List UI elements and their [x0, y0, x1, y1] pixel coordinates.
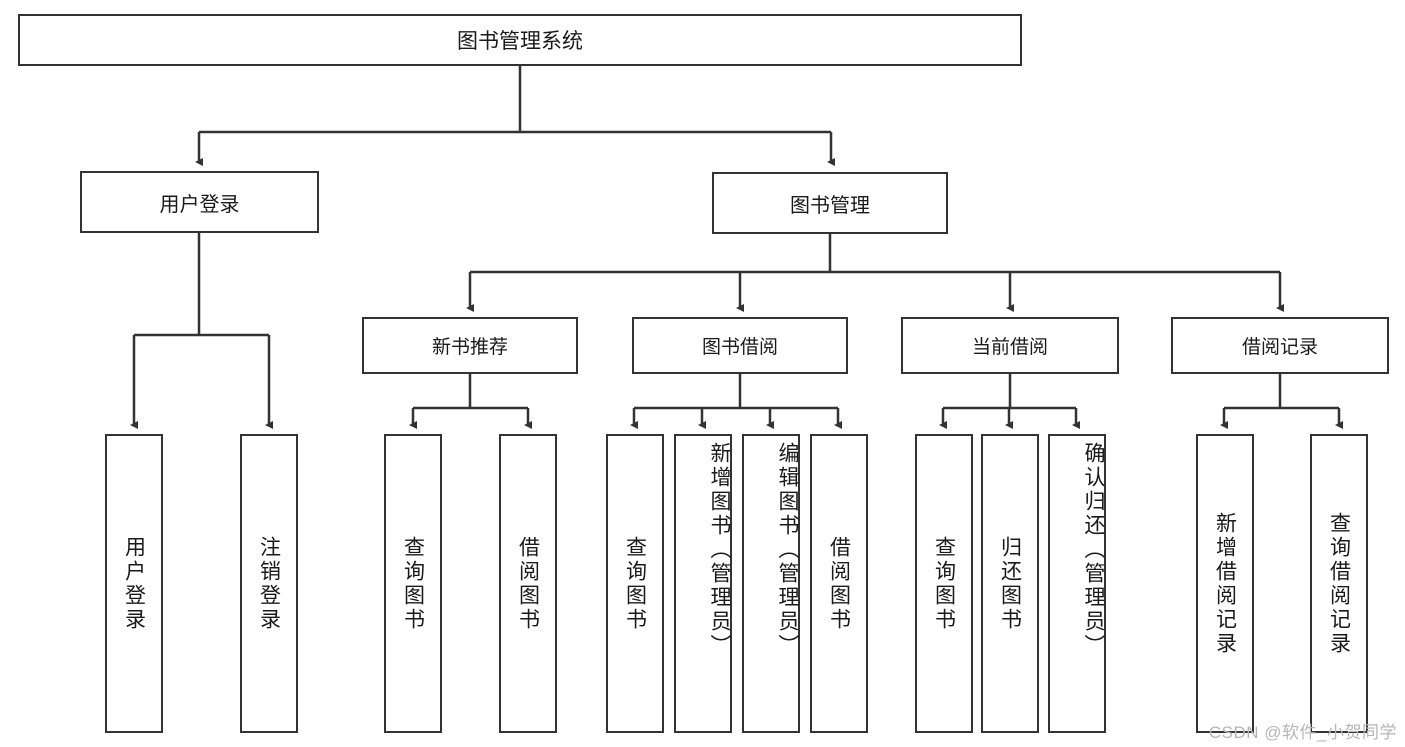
leaf-borrow-edit-book[interactable]: 编辑图书（管理员） — [742, 434, 800, 733]
leaf-user-login-logout-label: 注销登录 — [257, 535, 281, 632]
node-new-book-recommend[interactable]: 新书推荐 — [362, 317, 578, 374]
leaf-current-return-book-label: 归还图书 — [998, 535, 1022, 632]
node-user-login[interactable]: 用户登录 — [80, 171, 319, 233]
leaf-borrow-add-book[interactable]: 新增图书（管理员） — [674, 434, 732, 733]
leaf-new-book-query-book-label: 查询图书 — [401, 535, 425, 632]
node-borrow-record-label: 借阅记录 — [1241, 337, 1318, 358]
node-new-book-recommend-label: 新书推荐 — [431, 337, 508, 358]
leaf-user-login-logout[interactable]: 注销登录 — [240, 434, 298, 733]
node-book-borrow-label: 图书借阅 — [701, 337, 778, 358]
leaf-record-query-record[interactable]: 查询借阅记录 — [1310, 434, 1368, 733]
leaf-current-confirm-return[interactable]: 确认归还（管理员） — [1048, 434, 1106, 733]
node-book-borrow[interactable]: 图书借阅 — [632, 317, 848, 374]
leaf-current-return-book[interactable]: 归还图书 — [981, 434, 1039, 733]
node-book-management[interactable]: 图书管理 — [712, 172, 948, 234]
leaf-new-book-borrow-book[interactable]: 借阅图书 — [499, 434, 557, 733]
leaf-borrow-query-book-label: 查询图书 — [623, 535, 647, 632]
node-borrow-record[interactable]: 借阅记录 — [1171, 317, 1389, 374]
leaf-borrow-borrow-book-label: 借阅图书 — [827, 535, 851, 632]
node-book-management-label: 图书管理 — [790, 194, 870, 217]
leaf-record-query-record-label: 查询借阅记录 — [1327, 511, 1351, 656]
leaf-current-query-book-label: 查询图书 — [932, 535, 956, 632]
leaf-user-login-login-label: 用户登录 — [122, 535, 146, 632]
leaf-borrow-add-book-label: 新增图书（管理员） — [708, 442, 731, 658]
leaf-borrow-borrow-book[interactable]: 借阅图书 — [810, 434, 868, 733]
node-current-borrow-label: 当前借阅 — [971, 337, 1048, 358]
node-root[interactable]: 图书管理系统 — [18, 14, 1022, 66]
leaf-borrow-query-book[interactable]: 查询图书 — [606, 434, 664, 733]
node-root-label: 图书管理系统 — [457, 30, 583, 53]
leaf-record-add-record-label: 新增借阅记录 — [1213, 511, 1237, 656]
leaf-record-add-record[interactable]: 新增借阅记录 — [1196, 434, 1254, 733]
leaf-current-confirm-return-label: 确认归还（管理员） — [1082, 442, 1105, 658]
leaf-new-book-borrow-book-label: 借阅图书 — [516, 535, 540, 632]
leaf-user-login-login[interactable]: 用户登录 — [105, 434, 163, 733]
node-current-borrow[interactable]: 当前借阅 — [901, 317, 1119, 374]
csdn-watermark: CSDN @软件_小贺同学 — [1208, 723, 1397, 742]
leaf-current-query-book[interactable]: 查询图书 — [915, 434, 973, 733]
leaf-new-book-query-book[interactable]: 查询图书 — [384, 434, 442, 733]
leaf-borrow-edit-book-label: 编辑图书（管理员） — [776, 442, 799, 658]
node-user-login-label: 用户登录 — [159, 193, 240, 216]
